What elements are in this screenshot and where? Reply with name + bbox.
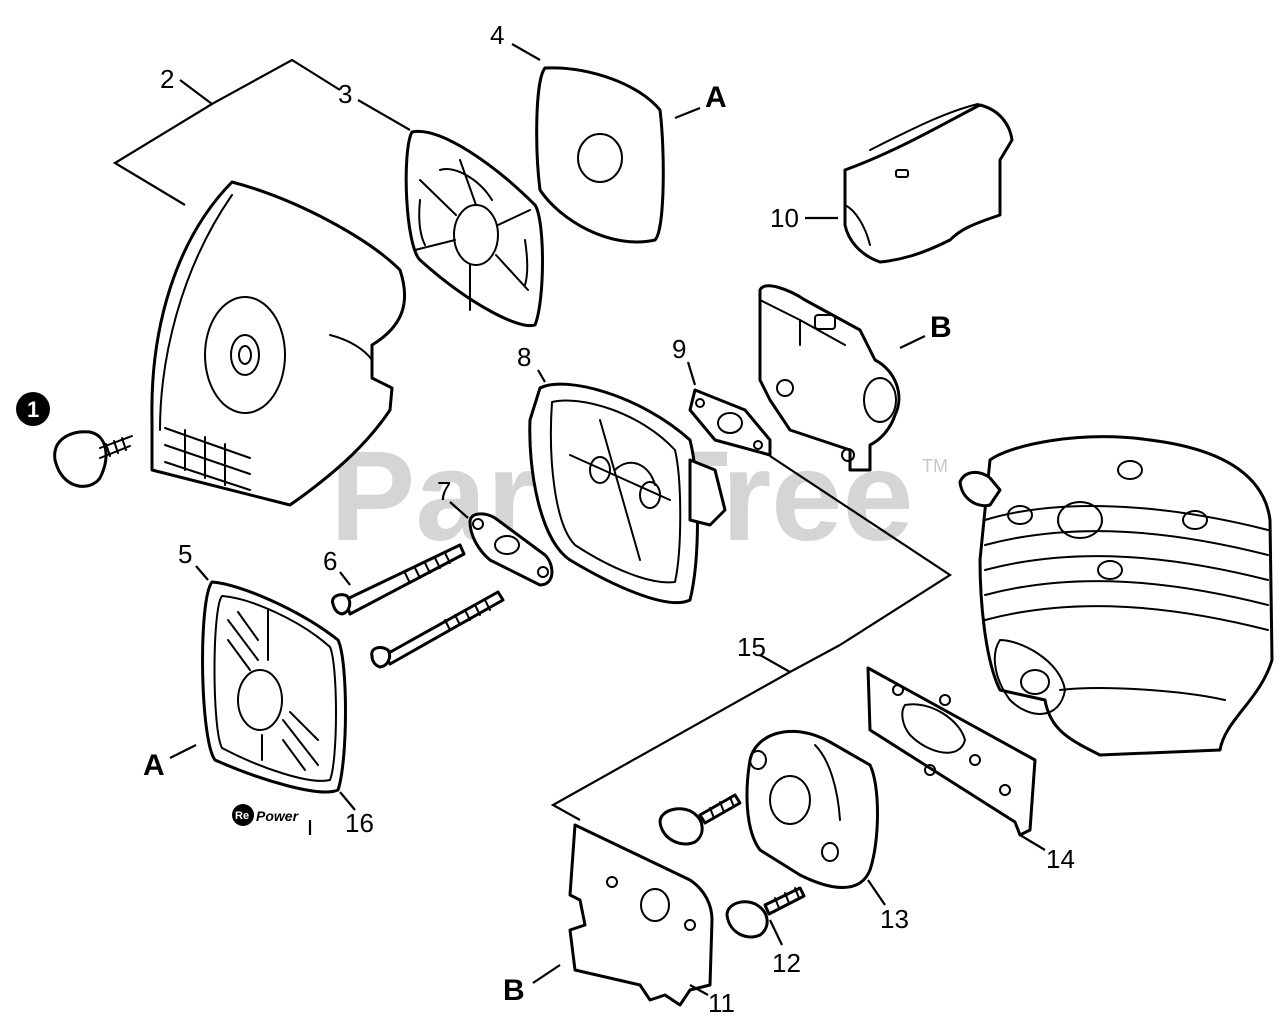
cylinder-part[interactable] [958,435,1274,757]
part-8-air-cleaner-base[interactable] [528,382,727,605]
repower-logo-mark [232,804,254,826]
badge-1: 1 [16,392,50,426]
callout-15: 15 [737,632,766,662]
repower-logo: Re Power [232,804,300,826]
badge-circle [16,392,50,426]
callout-14: 14 [1046,844,1075,874]
carburetor-assembly[interactable] [758,284,901,472]
callout-10: 10 [770,203,799,233]
callout-3: 3 [338,79,352,109]
logo-text: Power [256,808,300,824]
part-7-block[interactable] [468,512,554,587]
part-11-plate[interactable] [568,823,714,1007]
callout-7: 7 [437,476,451,506]
logo-prefix: Re [235,810,249,822]
part-10-carburetor-cover[interactable] [843,103,1014,264]
part-2-air-cleaner-cover[interactable] [150,180,407,507]
callout-5: 5 [178,539,192,569]
ref-a-bottom: A [143,749,165,782]
part-9-gasket[interactable] [688,388,772,457]
callout-4: 4 [490,20,504,50]
callout-11: 11 [708,988,735,1018]
badge-number: 1 [27,397,39,422]
callout-2: 2 [160,64,174,94]
watermark-trademark: TM [922,456,948,476]
ref-a-top: A [705,81,727,114]
leader-lines [112,43,1046,996]
callout-8: 8 [517,342,531,372]
part-4-filter-pad[interactable] [535,66,665,244]
ref-b-right: B [930,311,952,344]
part-3-filter-frame[interactable] [404,129,544,328]
callout-13: 13 [880,904,909,934]
part-6-bolts[interactable] [330,543,505,669]
part-13-insulator[interactable] [745,729,879,889]
callout-12: 12 [772,948,801,978]
part-12-screws[interactable] [658,793,806,939]
part-5-filter-element[interactable] [201,580,347,794]
ref-b-bottom: B [503,974,525,1007]
callout-16: 16 [345,808,374,838]
knob-part[interactable] [53,430,133,488]
callout-6: 6 [323,546,337,576]
callout-9: 9 [672,334,686,364]
